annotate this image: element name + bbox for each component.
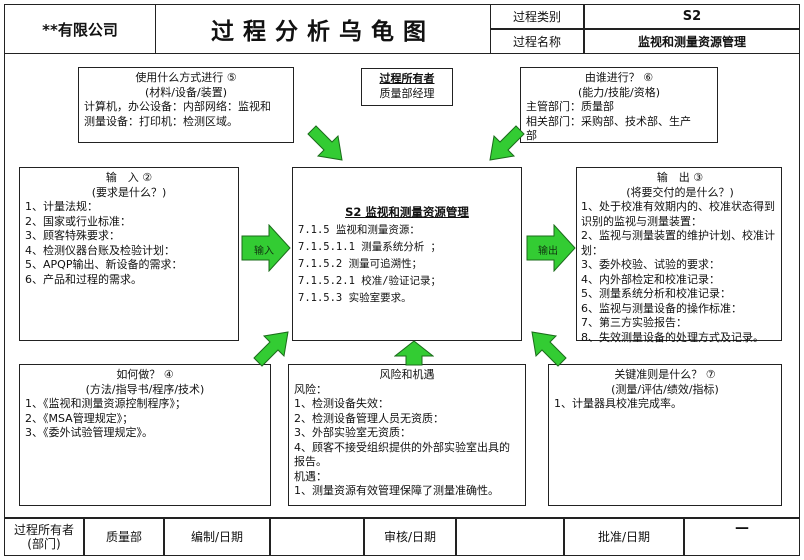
who-subtitle: (能力/技能/资格) (578, 85, 660, 99)
output-line: 7、第三方实验报告： (581, 316, 687, 329)
output-line: 识别的监视与测量装置： (581, 214, 702, 228)
process-line: 7.1.5.2.1 校准/验证记录； (298, 274, 442, 287)
owner-value: 质量部经理 (379, 86, 435, 100)
input-line: 3、顾客特殊要求： (25, 229, 120, 242)
output-title: 输 出 ③ (656, 171, 704, 184)
footer-prepare-value (270, 518, 364, 556)
output-line: 5、测量系统分析和校准记录： (581, 287, 731, 300)
footer-owner-value: 质量部 (84, 518, 164, 556)
process-name-label: 过程名称 (490, 29, 584, 54)
output-box: 输 出 ③ (将要交付的是什么？) 1、处于校准有效期内的、校准状态得到 识别的… (576, 167, 782, 344)
footer-owner-label: 过程所有者 (部门) (4, 518, 84, 556)
criteria-line: 1、计量器具校准完成率。 (554, 397, 682, 410)
process-title: S2 监视和测量资源管理 (345, 205, 469, 219)
how-subtitle: (方法/指导书/程序/技术) (85, 382, 205, 396)
risk-line: 1、检测设备失效： (294, 397, 389, 410)
process-name-value: 监视和测量资源管理 (584, 29, 800, 54)
arrow-criteria-icon (531, 331, 567, 367)
who-title: 由谁进行？ ⑥ (584, 71, 654, 84)
output-line: 1、处于校准有效期内的、校准状态得到 (581, 200, 775, 213)
input-title: 输 入 ② (105, 171, 153, 184)
output-line: 4、内外部检定和校准记录： (581, 272, 720, 286)
process-line: 7.1.5 监视和测量资源： (298, 223, 420, 236)
materials-title: 使用什么方式进行 ⑤ (135, 71, 237, 84)
process-line: 7.1.5.2 测量可追溯性； (298, 257, 423, 270)
owner-box: 过程所有者 质量部经理 (361, 68, 453, 106)
how-line: 2、《MSA管理规定》； (25, 411, 134, 425)
input-subtitle: (要求是什么？) (91, 185, 167, 199)
risk-line: 2、检测设备管理人员无资质： (294, 411, 444, 425)
materials-box: 使用什么方式进行 ⑤ (材料/设备/装置) 计算机，办公设备：内部网络：监视和 … (78, 67, 294, 143)
turtle-diagram-area (4, 54, 800, 518)
process-type-label: 过程类别 (490, 4, 584, 29)
output-subtitle: (将要交付的是什么？) (626, 185, 734, 199)
how-line: 1、《监视和测量资源控制程序》； (25, 397, 186, 410)
how-box: 如何做？ ④ (方法/指导书/程序/技术) 1、《监视和测量资源控制程序》； 2… (19, 364, 271, 506)
input-line: 2、国家或行业标准： (25, 214, 131, 228)
risk-line: 4、顾客不接受组织提供的外部实验室出具的 (294, 440, 510, 454)
arrow-how-icon (253, 331, 289, 367)
footer-approve-value: — (684, 518, 800, 556)
output-line: 8、失效测量设备的处理方式及记录。 (581, 330, 764, 344)
arrow-who-icon (489, 125, 525, 161)
risk-title: 风险和机遇 (379, 368, 435, 381)
who-line: 部 (526, 129, 537, 142)
risk-line: 3、外部实验室无资质： (294, 426, 411, 439)
risk-line: 报告。 (294, 455, 327, 468)
how-title: 如何做？ ④ (116, 368, 174, 381)
how-line: 3、《委外试验管理规定》。 (25, 426, 153, 439)
criteria-title: 关键准则是什么？ ⑦ (614, 368, 716, 381)
input-line: 1、计量法规： (25, 200, 98, 213)
materials-line: 计算机，办公设备：内部网络：监视和 (84, 100, 271, 113)
who-box: 由谁进行？ ⑥ (能力/技能/资格) 主管部门：质量部 相关部门：采购部、技术部… (520, 67, 718, 143)
criteria-subtitle: (测量/评估/绩效/指标) (611, 382, 719, 396)
arrow-output-icon (526, 224, 576, 272)
footer-approve-label: 批准/日期 (564, 518, 684, 556)
arrow-risk-icon (394, 340, 434, 366)
risk-line: 风险： (294, 382, 327, 396)
output-line: 3、委外校验、试验的要求： (581, 258, 720, 271)
input-line: 4、检测仪器台账及检验计划： (25, 243, 175, 257)
risk-line: 1、测量资源有效管理保障了测量准确性。 (294, 484, 499, 497)
materials-subtitle: (材料/设备/装置) (145, 85, 227, 99)
footer-review-label: 审核/日期 (364, 518, 456, 556)
input-line: 6、产品和过程的需求。 (25, 272, 142, 286)
process-type-value: S2 (584, 4, 800, 29)
criteria-box: 关键准则是什么？ ⑦ (测量/评估/绩效/指标) 1、计量器具校准完成率。 (548, 364, 782, 506)
arrow-input-icon (241, 224, 291, 272)
arrow-output-label: 输出 (538, 246, 558, 257)
arrow-materials-icon (307, 125, 343, 161)
owner-title: 过程所有者 (379, 72, 435, 85)
process-box: S2 监视和测量资源管理 7.1.5 监视和测量资源： 7.1.5.1.1 测量… (292, 167, 522, 341)
output-line: 6、监视与测量设备的操作标准： (581, 301, 742, 315)
process-line: 7.1.5.3 实验室要求。 (298, 291, 412, 304)
output-line: 2、监视与测量装置的维护计划、校准计 (581, 229, 775, 242)
output-line: 划： (581, 243, 603, 257)
who-line: 相关部门：采购部、技术部、生产 (526, 114, 691, 128)
materials-line: 测量设备：打印机：检测区域。 (84, 114, 238, 128)
input-line: 5、APQP输出、新设备的需求： (25, 258, 183, 271)
risk-line: 机遇： (294, 469, 327, 483)
process-line: 7.1.5.1.1 测量系统分析 ； (298, 240, 442, 253)
company-name: **有限公司 (4, 4, 156, 54)
footer-prepare-label: 编制/日期 (164, 518, 270, 556)
risk-box: 风险和机遇 风险： 1、检测设备失效： 2、检测设备管理人员无资质： 3、外部实… (288, 364, 526, 506)
arrow-input-label: 输入 (254, 246, 274, 257)
footer-review-value (456, 518, 564, 556)
input-box: 输 入 ② (要求是什么？) 1、计量法规： 2、国家或行业标准： 3、顾客特殊… (19, 167, 239, 341)
who-line: 主管部门：质量部 (526, 100, 614, 113)
page-title: 过程分析乌龟图 (156, 4, 490, 54)
